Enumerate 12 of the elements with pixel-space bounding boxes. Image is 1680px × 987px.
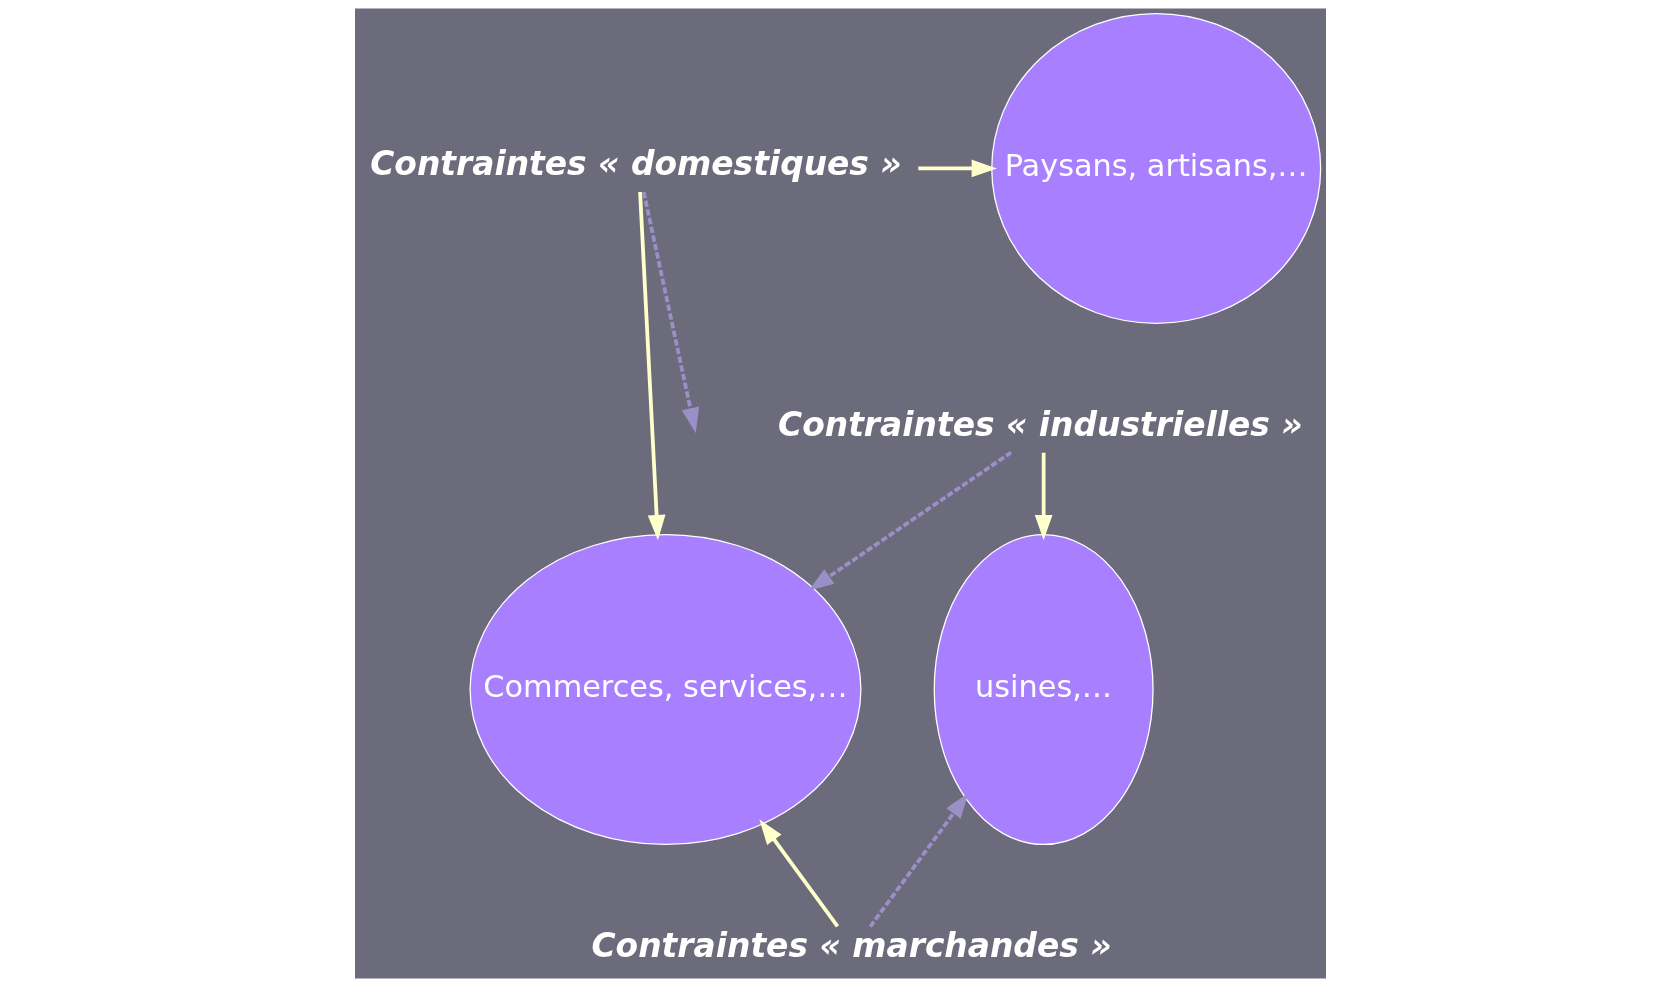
- node-text: Contraintes « marchandes »: [591, 925, 1112, 965]
- node-text: Contraintes « domestiques »: [369, 144, 902, 184]
- node-ellipse: usines,…: [933, 533, 1154, 846]
- node-circle: Paysans, artisans,…: [990, 12, 1321, 325]
- node-text: Contraintes « industrielles »: [777, 404, 1303, 444]
- arrow: [1034, 452, 1052, 541]
- arrow: [641, 191, 699, 434]
- arrow: [807, 450, 1012, 591]
- arrow: [758, 819, 839, 928]
- arrow: [868, 792, 968, 928]
- arrow: [637, 191, 665, 541]
- arrow: [917, 159, 997, 178]
